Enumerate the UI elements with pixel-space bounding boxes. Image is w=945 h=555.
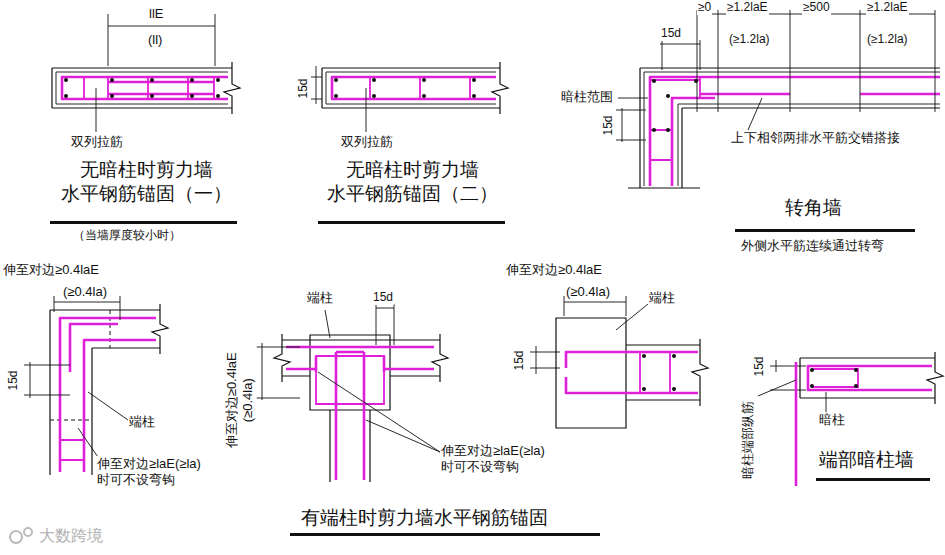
callout-label: 双列拉筋 bbox=[70, 134, 124, 150]
panel-title: 端部暗柱墙 bbox=[818, 448, 915, 472]
dimension-label: 15d bbox=[601, 114, 616, 136]
end-column-wall bbox=[530, 296, 708, 428]
dimension-label: 15d bbox=[6, 369, 21, 391]
dimension-label: (ll) bbox=[147, 32, 163, 48]
panel-title: 转角墙 bbox=[784, 196, 843, 220]
dimension-label: ≥0 bbox=[697, 0, 712, 15]
dimension-label: (≥0.4la) bbox=[62, 284, 108, 300]
panel-note: 外侧水平筋连续通过转弯 bbox=[740, 238, 885, 254]
callout-label: 暗柱范围 bbox=[560, 89, 614, 105]
panel-note: （当墙厚度较小时） bbox=[72, 228, 182, 243]
panel-title: 无暗柱时剪力墙 水平钢筋锚固（二） bbox=[316, 158, 508, 206]
callout-label: 端柱 bbox=[128, 414, 156, 430]
end-hidden-column-wall bbox=[758, 352, 943, 486]
dimension-label: 15d bbox=[372, 290, 394, 305]
corner-wall bbox=[616, 10, 940, 232]
dimension-label: 15d bbox=[752, 355, 767, 377]
dimension-label: 伸至对边≥0.4laE bbox=[2, 262, 100, 278]
watermark: 大数跨境 bbox=[38, 526, 104, 546]
callout-label: 端柱 bbox=[648, 290, 676, 306]
callout-label: 上下相邻两排水平筋交错搭接 bbox=[730, 130, 901, 146]
dimension-label: (≥0.4la) bbox=[565, 284, 611, 300]
dimension-label: llE bbox=[148, 6, 164, 22]
callout-label: 暗柱端部纵筋 bbox=[740, 400, 756, 480]
dimension-label: 15d bbox=[660, 26, 682, 41]
callout-label: 暗柱 bbox=[818, 412, 846, 428]
callout-label: 双列拉筋 bbox=[340, 134, 394, 150]
dimension-label: (≥1.2la) bbox=[866, 32, 909, 47]
dimension-label: ≥1.2laE bbox=[726, 0, 769, 15]
dimension-label: 伸至对边≥0.4laE bbox=[505, 262, 603, 278]
dimension-label: 15d bbox=[512, 349, 527, 371]
callout-label: 端柱 bbox=[306, 290, 334, 306]
dimension-label: 15d bbox=[296, 77, 311, 99]
watermark-icon bbox=[10, 528, 32, 543]
callout-label: 伸至对边≥laE(≥la) 时可不设弯钩 bbox=[440, 443, 592, 476]
t-wall-end-column bbox=[256, 304, 600, 536]
wall-panel-2 bbox=[311, 62, 508, 224]
dimension-label: ≥1.2laE bbox=[866, 0, 909, 15]
dimension-label: 伸至对边≥0.4laE (≥0.4la) bbox=[224, 333, 257, 467]
panel-title: 无暗柱时剪力墙 水平钢筋锚固（一） bbox=[50, 158, 242, 206]
dimension-label: (≥1.2la) bbox=[728, 32, 771, 47]
dimension-label: ≥500 bbox=[802, 0, 831, 15]
corner-end-column bbox=[24, 296, 168, 475]
panel-title: 有端柱时剪力墙水平钢筋锚固 bbox=[300, 506, 549, 530]
